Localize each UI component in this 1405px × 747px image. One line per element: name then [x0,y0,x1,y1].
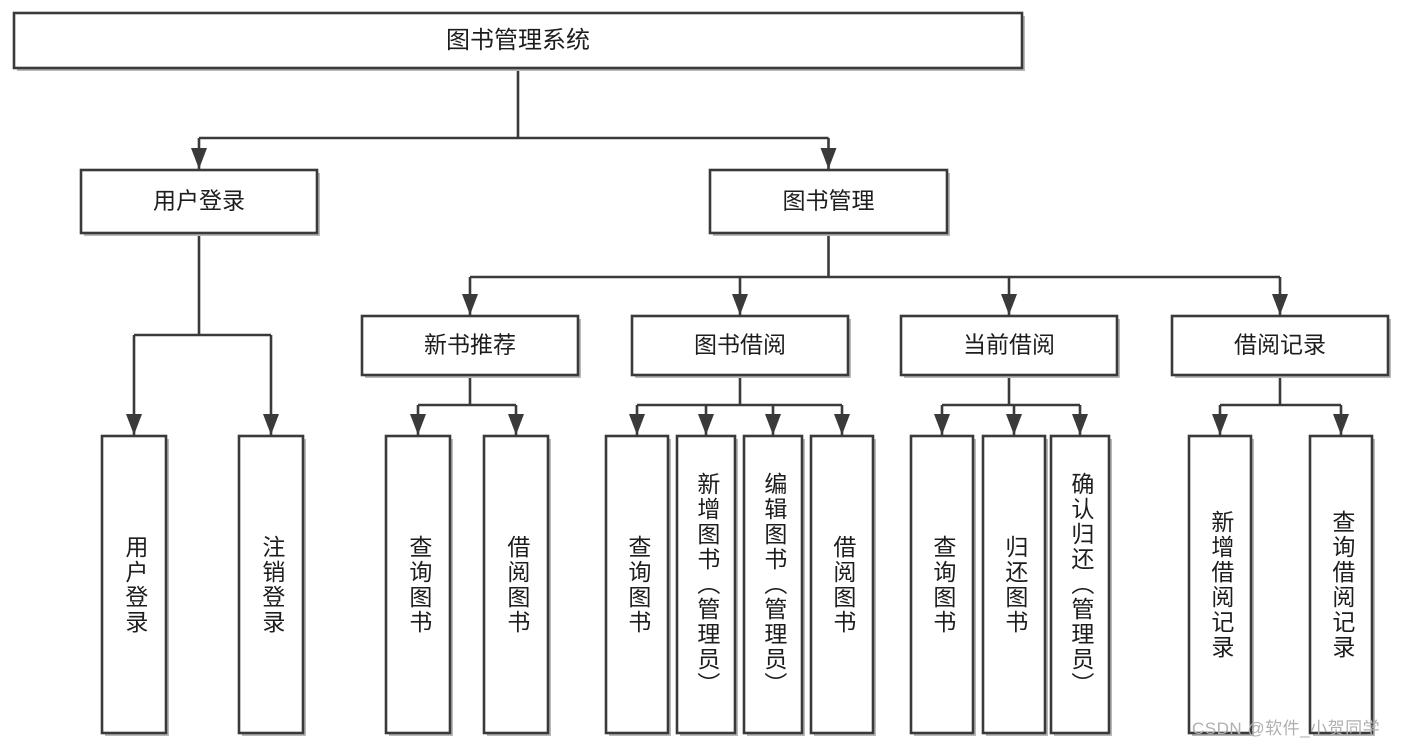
node-box-l_bb_borrow[interactable] [809,434,875,735]
node-box-n_book_mgmt[interactable] [708,168,949,235]
node-label-root: 图书管理系统 [446,27,590,54]
node-box-root[interactable] [12,11,1024,70]
arrow-head-icon [410,414,426,435]
node-box-n_new_book[interactable] [360,314,580,377]
arrow-head-icon [698,414,714,435]
arrow-head-icon [629,414,645,435]
node-box-l_bb_query[interactable] [604,434,670,735]
node-box-n_record[interactable] [1170,314,1390,377]
node-box-l_cb_return[interactable] [981,434,1047,735]
node-label-n_book_mgmt: 图书管理 [783,188,875,214]
arrow-head-icon [732,294,748,315]
node-box-l_bb_add[interactable] [675,434,737,735]
arrow-head-icon [126,414,142,435]
node-box-l_br_query[interactable] [1308,434,1374,735]
watermark-text: CSDN @软件_小贺同学 [1192,719,1381,738]
arrow-head-icon [1272,294,1288,315]
node-box-n_current[interactable] [899,314,1119,377]
arrow-head-icon [1006,414,1022,435]
node-box-l_br_add[interactable] [1187,434,1253,735]
arrow-head-icon [820,148,837,169]
arrow-head-icon [508,414,524,435]
node-box-l_nb_borrow[interactable] [482,434,550,735]
arrow-head-icon [1072,414,1088,435]
node-box-l_user_login[interactable] [100,434,168,735]
arrow-head-icon [1333,414,1349,435]
arrow-head-icon [263,414,279,435]
node-label-n_user_login: 用户登录 [153,188,245,214]
node-label-n_current: 当前借阅 [963,332,1055,358]
node-label-n_record: 借阅记录 [1234,332,1326,358]
node-box-l_logout[interactable] [237,434,305,735]
node-box-l_cb_confirm[interactable] [1049,434,1111,735]
arrow-head-icon [1001,294,1017,315]
node-label-n_borrow: 图书借阅 [694,332,786,358]
arrow-head-icon [191,148,207,169]
arrow-head-icon [1212,414,1228,435]
node-box-n_user_login[interactable] [79,168,319,235]
node-box-layer [12,11,1391,736]
node-box-l_nb_query[interactable] [384,434,452,735]
arrow-head-icon [934,414,950,435]
node-box-l_cb_query[interactable] [909,434,975,735]
arrow-head-icon [765,414,781,435]
node-label-n_new_book: 新书推荐 [424,332,516,358]
node-box-l_bb_edit[interactable] [742,434,804,735]
arrow-head-icon [462,294,478,315]
connector-layer [126,68,1349,435]
node-box-n_borrow[interactable] [630,314,850,377]
arrow-head-icon [834,414,850,435]
